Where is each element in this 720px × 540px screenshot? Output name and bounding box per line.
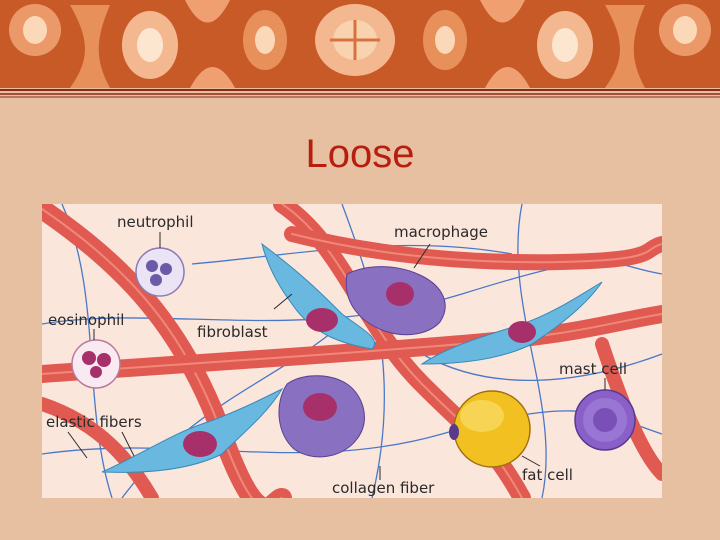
label-fibroblast: fibroblast — [197, 323, 268, 341]
fibroblast-cell — [420, 281, 603, 365]
label-fat-cell: fat cell — [522, 466, 573, 484]
collagen-fiber-bundle — [284, 226, 662, 271]
eosinophil-cell — [71, 339, 121, 389]
neutrophil-cell — [135, 247, 185, 297]
mast-cell — [574, 389, 636, 451]
decorative-banner — [0, 0, 720, 98]
fibroblast-cell — [261, 242, 375, 350]
banner-pattern — [9, 0, 711, 88]
label-mast-cell: mast cell — [559, 360, 627, 378]
macrophage-cell — [345, 266, 446, 336]
label-elastic-fibers: elastic fibers — [46, 413, 142, 431]
diagram-labels: neutrophil macrophage eosinophil fibrobl… — [46, 213, 627, 497]
slide-title: Loose — [305, 132, 415, 176]
label-eosinophil: eosinophil — [48, 311, 124, 329]
label-macrophage: macrophage — [394, 223, 488, 241]
fibroblast-cells — [101, 242, 603, 473]
label-neutrophil: neutrophil — [117, 213, 194, 231]
macrophage-cells — [278, 266, 446, 458]
label-collagen-fiber: collagen fiber — [332, 479, 435, 497]
collagen-fiber-bundle — [42, 397, 159, 498]
fat-cell — [449, 390, 531, 468]
label-leader-lines — [67, 232, 606, 480]
collagen-fiber-bundle — [42, 305, 662, 383]
fibroblast-cell — [101, 387, 284, 473]
loose-connective-tissue-diagram: neutrophil macrophage eosinophil fibrobl… — [42, 204, 662, 498]
collagen-fiber-bundle — [42, 204, 292, 498]
macrophage-cell — [278, 375, 365, 458]
